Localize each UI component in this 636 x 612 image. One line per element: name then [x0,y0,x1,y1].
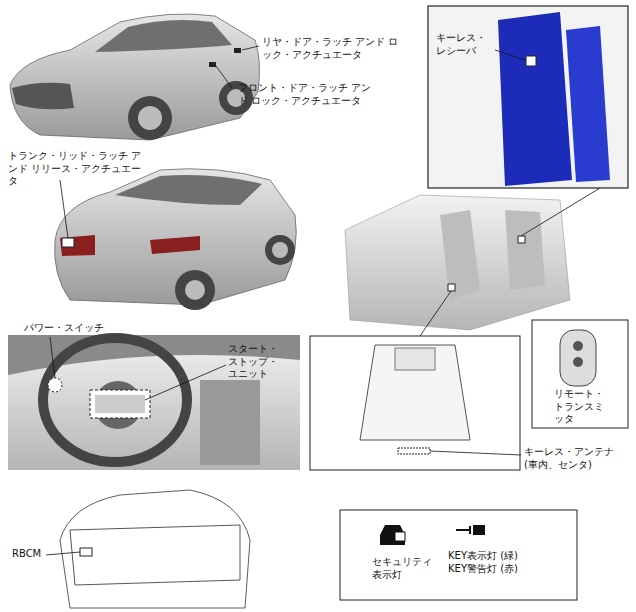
box-label: セキュリティ 表示灯 [372,556,434,581]
dashboard [8,335,300,470]
front-car [10,14,259,140]
part-name: パワー・スイッチ [24,322,114,335]
indicator-box [340,510,577,600]
part-name: RBCM [12,548,52,561]
inset-box: キーレス・レシーバ [428,6,628,188]
remote-transmitter [532,320,628,428]
interior [345,188,600,336]
console-inset [310,336,521,470]
part-name: キーレス・アンテナ (車内、センタ) [524,446,624,471]
box-label: リモート・トランスミッタ [554,388,606,426]
receiver-inset [428,6,628,188]
trunk-car [46,490,250,608]
part-name: スタート・ストップ・ユニット [228,343,279,381]
part-name: トランク・リッド・ラッチ アンド リリース・アクチュエータ [8,150,148,188]
inset-box: リモート・トランスミッタ [532,320,628,430]
part-name: フロント・ドア・ラッチ アンド ロック・アクチュエータ [238,82,378,107]
box-label: キーレス・レシーバ [436,32,488,57]
part-name: リヤ・ドア・ラッチ アンド ロック・アクチュエータ [262,36,402,61]
inset-box: セキュリティ 表示灯 KEY表示灯 (緑) KEY警告灯 (赤) [340,510,577,600]
box-label: KEY表示灯 (緑) KEY警告灯 (赤) [448,550,528,575]
rear-car [55,169,297,310]
